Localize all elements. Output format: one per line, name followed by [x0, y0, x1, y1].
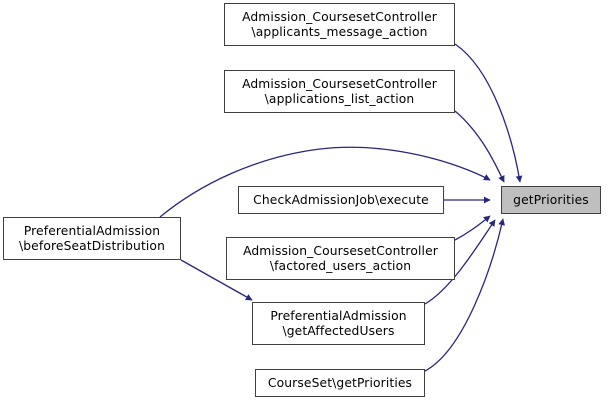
graph-node-before_seat_distribution[interactable]: PreferentialAdmission \beforeSeatDistrib… [3, 217, 181, 260]
graph-node-get_priorities[interactable]: getPriorities [501, 186, 601, 214]
graph-node-label: PreferentialAdmission \beforeSeatDistrib… [18, 224, 165, 253]
graph-node-label: Admission_CoursesetController \applicant… [242, 10, 437, 39]
graph-node-applications_list_action[interactable]: Admission_CoursesetController \applicati… [224, 70, 455, 113]
graph-edge [454, 43, 523, 183]
graph-edge [454, 215, 491, 241]
graph-node-label: Admission_CoursesetController \factored_… [243, 244, 438, 273]
graph-node-factored_users_action[interactable]: Admission_CoursesetController \factored_… [226, 237, 455, 280]
graph-edge [454, 110, 505, 183]
graph-node-label: CourseSet\getPriorities [267, 375, 413, 390]
graph-edge [180, 259, 253, 301]
graph-node-applicants_message_action[interactable]: Admission_CoursesetController \applicant… [224, 3, 455, 46]
graph-node-courseset_get_priorities[interactable]: CourseSet\getPriorities [255, 369, 425, 397]
graph-edge [424, 218, 505, 372]
graph-node-label: PreferentialAdmission \getAffectedUsers [270, 309, 407, 338]
graph-edge [159, 146, 491, 218]
graph-node-label: CheckAdmissionJob\execute [253, 192, 429, 207]
graph-node-get_affected_users[interactable]: PreferentialAdmission \getAffectedUsers [252, 302, 425, 345]
graph-node-label: getPriorities [513, 192, 589, 207]
graph-node-check_admission_job_execute[interactable]: CheckAdmissionJob\execute [238, 186, 444, 214]
graph-node-label: Admission_CoursesetController \applicati… [242, 77, 437, 106]
graph-edge [424, 219, 496, 305]
